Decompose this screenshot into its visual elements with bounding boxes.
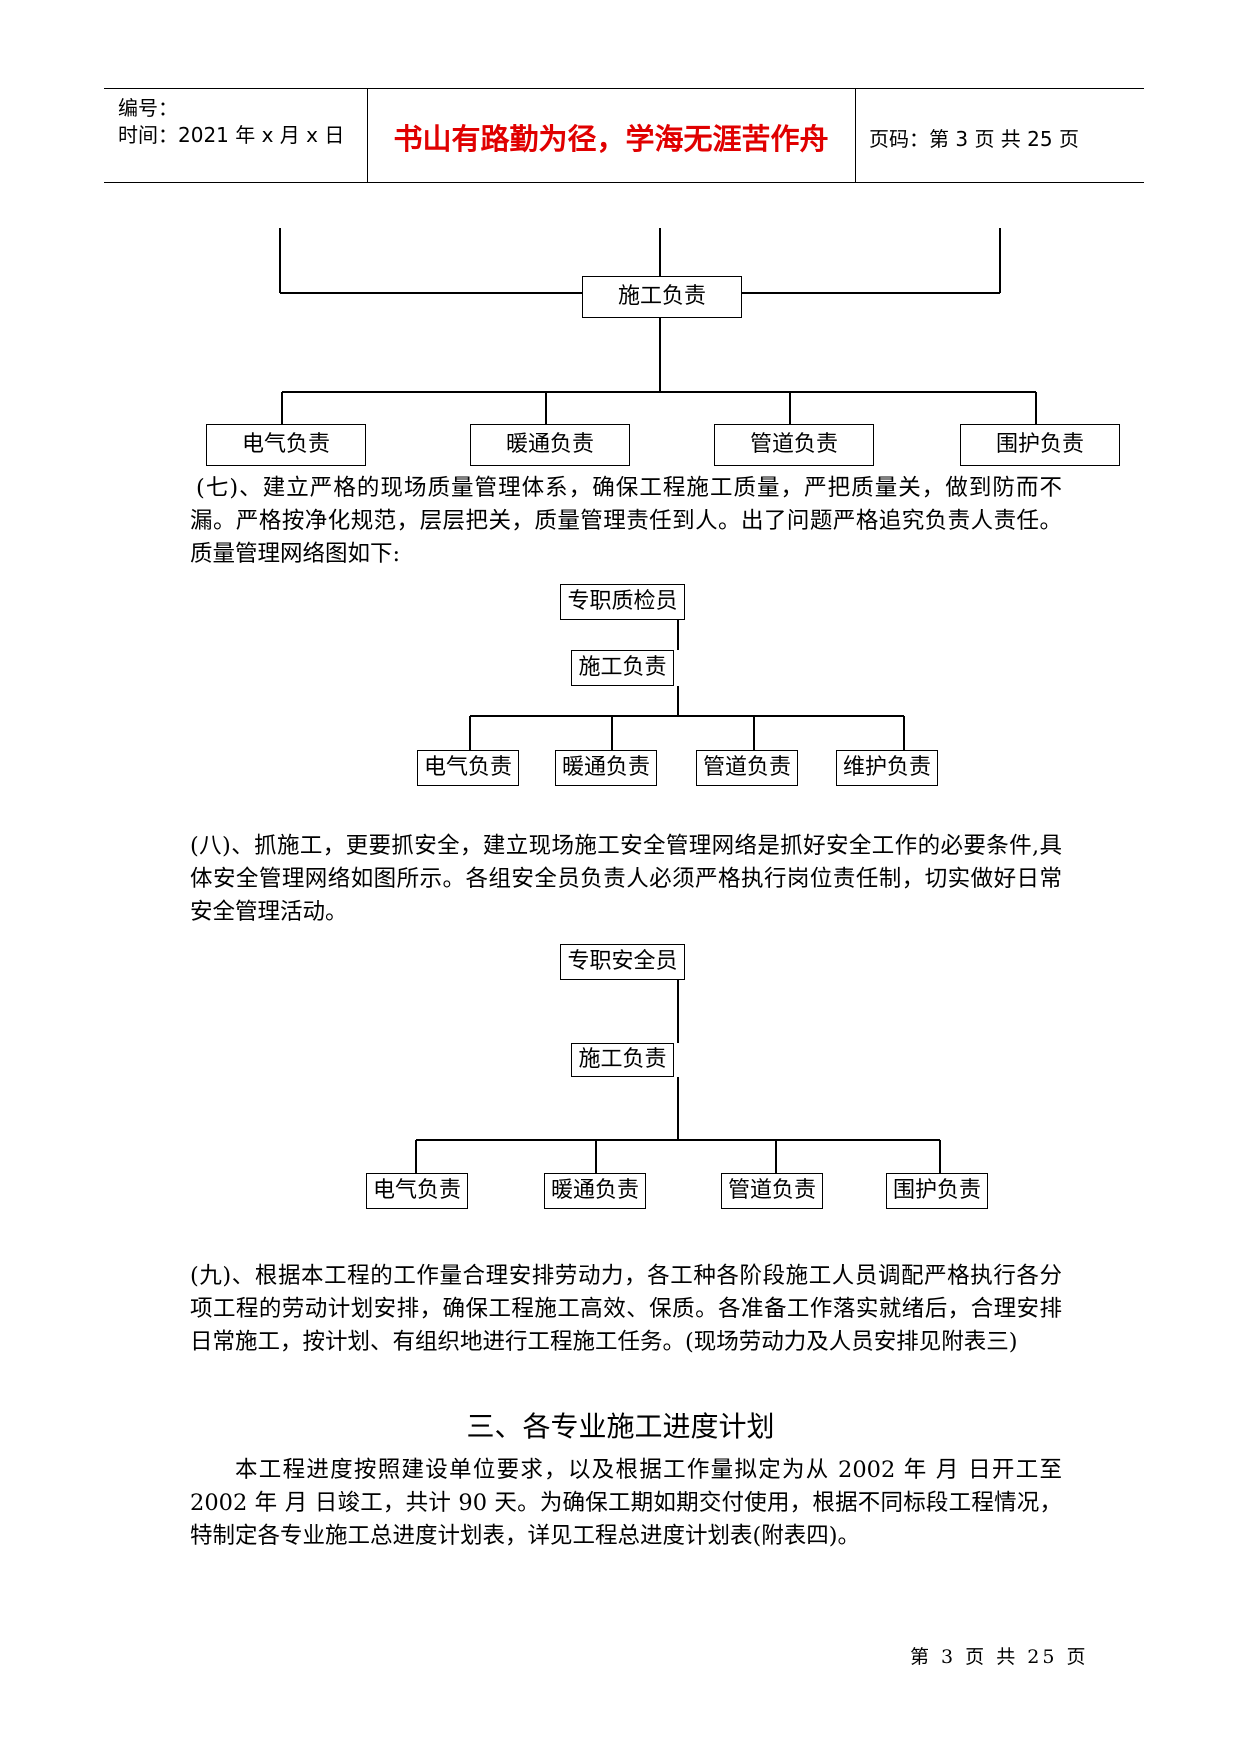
chart-node-construction-lead: 施工负责	[571, 1043, 674, 1077]
chart-node-construction-lead: 施工负责	[571, 650, 674, 686]
page-footer: 第 3 页 共 25 页	[910, 1646, 1089, 1668]
header-motto-cell: 书山有路勤为径，学海无涯苦作舟	[367, 89, 856, 182]
document-number-label: 编号：	[118, 96, 178, 120]
paragraph-quality-system: (七)、建立严格的现场质量管理体系，确保工程施工质量，严把质量关，做到防而不漏。…	[190, 472, 1062, 571]
page-header: 编号： 时间：2021 年 x 月 x 日 书山有路勤为径，学海无涯苦作舟 页码…	[104, 88, 1144, 183]
header-motto: 书山有路勤为径，学海无涯苦作舟	[393, 122, 829, 156]
chart-node-electrical: 电气负责	[206, 424, 366, 466]
section-heading: 三、各专业施工进度计划	[466, 1410, 775, 1443]
chart-node-quality-inspector: 专职质检员	[560, 584, 685, 620]
chart-node-enclosure: 围护负责	[960, 424, 1120, 466]
paragraph-schedule: 本工程进度按照建设单位要求，以及根据工作量拟定为从 2002 年 月 日开工至 …	[190, 1454, 1062, 1553]
paragraph-labor-arrangement: (九)、根据本工程的工作量合理安排劳动力，各工种各阶段施工人员调配严格执行各分项…	[190, 1260, 1062, 1359]
chart-node-piping: 管道负责	[721, 1173, 823, 1209]
header-page-label: 页码：第 3 页 共 25 页	[869, 127, 1079, 151]
paragraph-text: (八)、抓施工，更要抓安全，建立现场施工安全管理网络是抓好安全工作的必要条件,具…	[190, 833, 1062, 925]
paragraph-safety-network: (八)、抓施工，更要抓安全，建立现场施工安全管理网络是抓好安全工作的必要条件,具…	[190, 830, 1062, 929]
chart-node-electrical: 电气负责	[366, 1173, 468, 1209]
chart-node-enclosure: 围护负责	[886, 1173, 988, 1209]
chart-node-hvac: 暖通负责	[555, 750, 657, 786]
paragraph-text: (七)、建立严格的现场质量管理体系，确保工程施工质量，严把质量关，做到防而不漏。…	[190, 475, 1062, 567]
chart-node-hvac: 暖通负责	[544, 1173, 646, 1209]
chart-node-safety-officer: 专职安全员	[560, 944, 685, 980]
chart-node-piping: 管道负责	[696, 750, 798, 786]
document-time-label: 时间：2021 年 x 月 x 日	[118, 123, 345, 147]
chart-node-hvac: 暖通负责	[470, 424, 630, 466]
chart-node-construction-lead: 施工负责	[582, 276, 742, 318]
paragraph-text: (九)、根据本工程的工作量合理安排劳动力，各工种各阶段施工人员调配严格执行各分项…	[190, 1263, 1062, 1355]
chart-node-piping: 管道负责	[714, 424, 874, 466]
paragraph-text: 本工程进度按照建设单位要求，以及根据工作量拟定为从 2002 年 月 日开工至 …	[190, 1457, 1062, 1549]
chart-node-electrical: 电气负责	[417, 750, 519, 786]
chart-node-maintenance: 维护负责	[836, 750, 938, 786]
header-meta-cell: 编号： 时间：2021 年 x 月 x 日	[104, 89, 368, 182]
